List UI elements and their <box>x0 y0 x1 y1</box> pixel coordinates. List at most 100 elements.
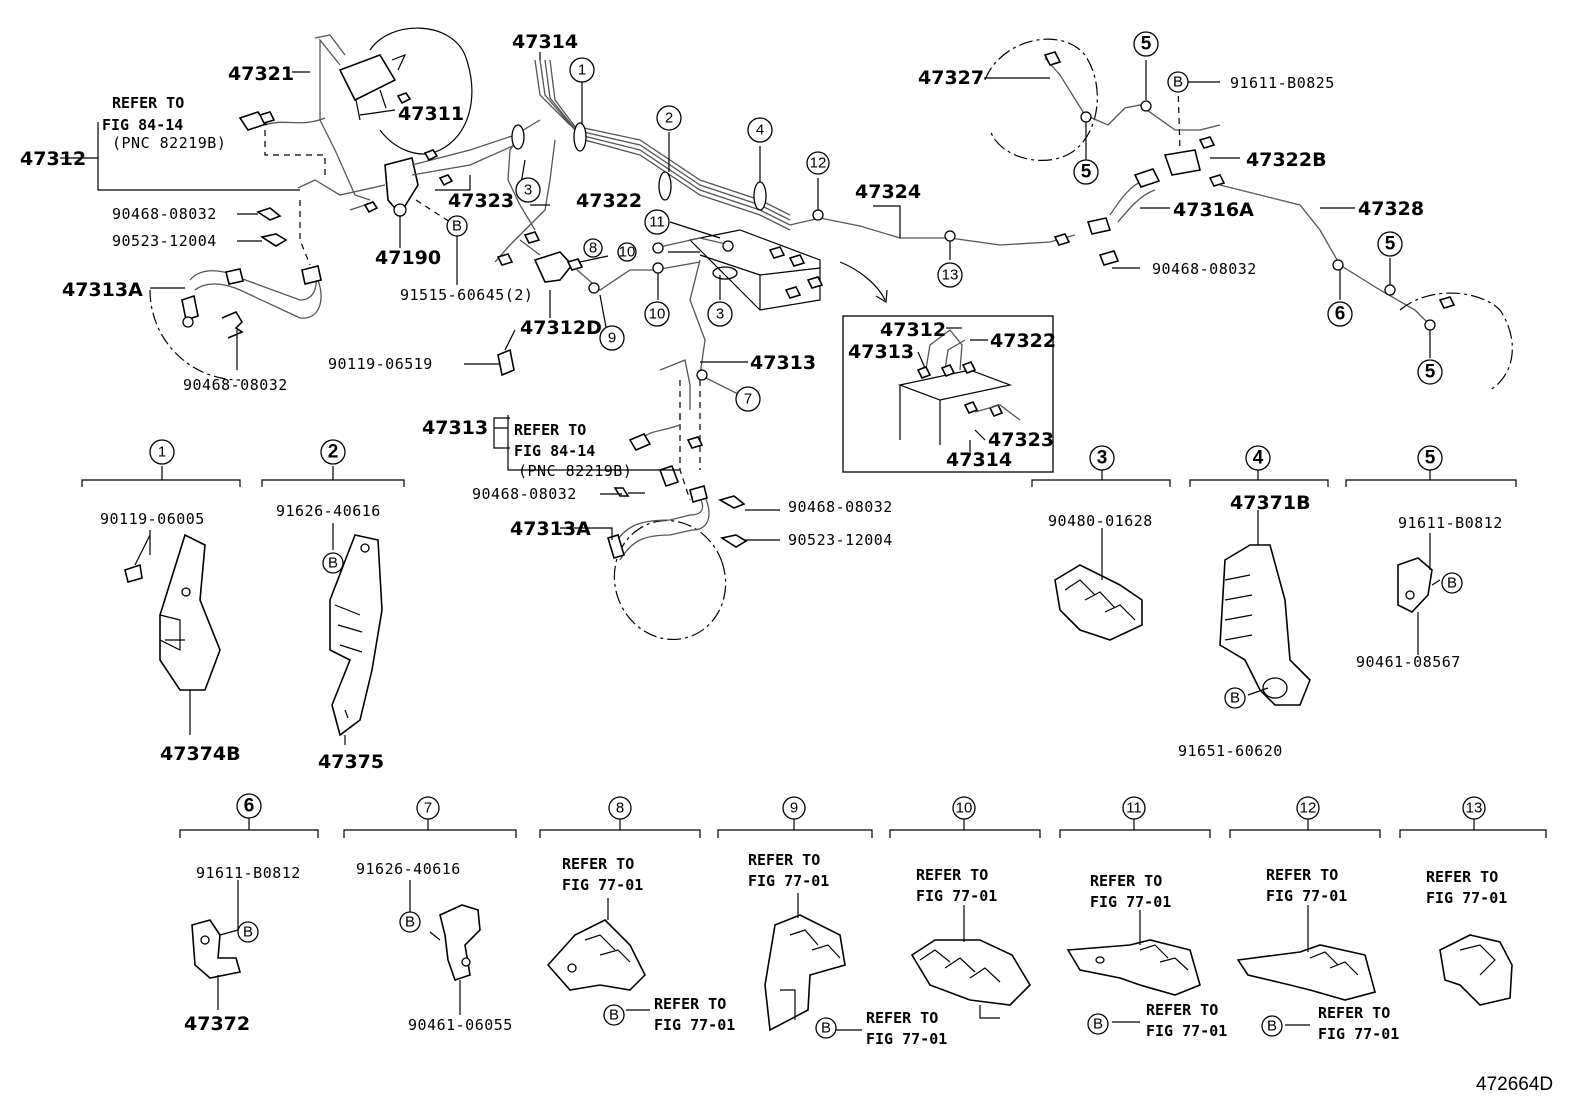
label-91611-B0812-b: 91611-B0812 <box>196 864 301 882</box>
label-91611-B0825: 91611-B0825 <box>1230 74 1335 92</box>
b-bubble <box>603 1004 625 1026</box>
label-47313: 47313 <box>750 352 816 374</box>
label-91626-40616-a: 91626-40616 <box>276 502 381 520</box>
note-10-refer: REFER TO <box>916 866 988 884</box>
callout-number-9: 9 <box>608 330 616 347</box>
label-47324: 47324 <box>855 181 921 203</box>
label-47312: 47312 <box>20 148 86 170</box>
b-bubble <box>1224 687 1246 709</box>
callout-number-11: 11 <box>649 214 665 231</box>
note-12-fig: FIG 77-01 <box>1266 887 1347 905</box>
callout-circle-8 <box>608 796 632 820</box>
label-47313A-lower: 47313A <box>510 518 591 540</box>
note-9b-refer: REFER TO <box>866 1009 938 1027</box>
note-9-refer: REFER TO <box>748 851 820 869</box>
callout-circle-5 <box>1417 359 1443 385</box>
note-13-fig: FIG 77-01 <box>1426 889 1507 907</box>
label-47190: 47190 <box>375 247 441 269</box>
label-90480-01628: 90480-01628 <box>1048 512 1153 530</box>
label-47322B: 47322B <box>1246 149 1327 171</box>
note-pnc-a: (PNC 82219B) <box>112 134 226 152</box>
b-bubble <box>1441 572 1463 594</box>
detail-part-shapes <box>124 510 1513 1032</box>
callout-number-5: 5 <box>1385 234 1396 255</box>
callout-circle-2 <box>656 105 682 131</box>
callout-number-6: 6 <box>244 796 255 817</box>
callout-number-13: 13 <box>1466 800 1483 817</box>
inset-label-47322: 47322 <box>990 330 1056 352</box>
leader-lines <box>60 52 1431 541</box>
callout-circle-6 <box>1327 301 1353 327</box>
callout-circle-10 <box>644 301 670 327</box>
callout-number-5: 5 <box>1425 362 1436 383</box>
note-10-fig: FIG 77-01 <box>916 887 997 905</box>
callout-number-3: 3 <box>716 306 724 323</box>
label-91626-40616-b: 91626-40616 <box>356 860 461 878</box>
callout-circle-11 <box>644 209 670 235</box>
callout-circle-4 <box>747 117 773 143</box>
callout-number-6: 6 <box>1335 304 1346 325</box>
callout-number-7: 7 <box>744 391 752 408</box>
detail-dividers <box>81 466 1547 838</box>
label-47374B: 47374B <box>160 743 241 765</box>
note-8b-fig: FIG 77-01 <box>654 1016 735 1034</box>
note-fig-84-14-a: FIG 84-14 <box>102 116 183 134</box>
note-11b-refer: REFER TO <box>1146 1001 1218 1019</box>
note-12b-refer: REFER TO <box>1318 1004 1390 1022</box>
label-47313A-left: 47313A <box>62 279 143 301</box>
note-12-refer: REFER TO <box>1266 866 1338 884</box>
callout-circle-5 <box>1133 31 1159 57</box>
label-90468-08032-a: 90468-08032 <box>112 205 217 223</box>
b-bubble <box>399 911 421 933</box>
callout-number-12: 12 <box>810 155 827 172</box>
note-9b-fig: FIG 77-01 <box>866 1030 947 1048</box>
label-90523-12004-b: 90523-12004 <box>788 531 893 549</box>
label-90523-12004-a: 90523-12004 <box>112 232 217 250</box>
callout-number-10: 10 <box>649 306 666 323</box>
callout-circle-8 <box>583 238 603 258</box>
note-refer-to-a: REFER TO <box>112 94 184 112</box>
label-47327: 47327 <box>918 67 984 89</box>
callout-number-5: 5 <box>1081 162 1092 183</box>
b-bubble <box>1087 1013 1109 1035</box>
callout-circle-3 <box>1089 445 1115 471</box>
b-bubble <box>322 552 344 574</box>
b-bubble-letter: B <box>1093 1016 1103 1033</box>
callout-circle-10 <box>617 242 637 262</box>
note-refer-to-b: REFER TO <box>514 421 586 439</box>
callout-circle-13 <box>1462 796 1486 820</box>
callout-number-1: 1 <box>158 444 166 461</box>
figure-id: 472664D <box>1476 1074 1553 1095</box>
callout-number-2: 2 <box>665 110 673 127</box>
label-91651-60620: 91651-60620 <box>1178 742 1283 760</box>
label-91611-B0812-a: 91611-B0812 <box>1398 514 1503 532</box>
label-91515-60645: 91515-60645(2) <box>400 286 533 304</box>
callout-number-10: 10 <box>619 244 636 261</box>
b-bubble-letter: B <box>405 914 415 931</box>
callout-circle-3 <box>707 301 733 327</box>
b-bubble <box>1261 1015 1283 1037</box>
label-47316A: 47316A <box>1173 199 1254 221</box>
b-bubble <box>237 921 259 943</box>
callout-circle-5 <box>1377 231 1403 257</box>
note-pnc-b: (PNC 82219B) <box>518 462 632 480</box>
label-47328: 47328 <box>1358 198 1424 220</box>
callout-number-3: 3 <box>1097 448 1108 469</box>
note-fig-84-14-b: FIG 84-14 <box>514 442 595 460</box>
label-90468-08032-b: 90468-08032 <box>183 376 288 394</box>
b-bubble-letter: B <box>821 1020 831 1037</box>
b-bubble-letter: B <box>1447 575 1457 592</box>
b-bubble-letter: B <box>452 218 462 235</box>
callout-circle-4 <box>1245 445 1271 471</box>
callout-number-7: 7 <box>424 800 432 817</box>
note-13-refer: REFER TO <box>1426 868 1498 886</box>
callout-number-13: 13 <box>942 267 959 284</box>
callout-circle-1 <box>149 439 175 465</box>
b-bubble <box>1167 71 1189 93</box>
b-bubble-letter: B <box>609 1007 619 1024</box>
note-11b-fig: FIG 77-01 <box>1146 1022 1227 1040</box>
b-bubble-letter: B <box>1267 1018 1277 1035</box>
label-47323: 47323 <box>448 190 514 212</box>
label-47321: 47321 <box>228 63 294 85</box>
